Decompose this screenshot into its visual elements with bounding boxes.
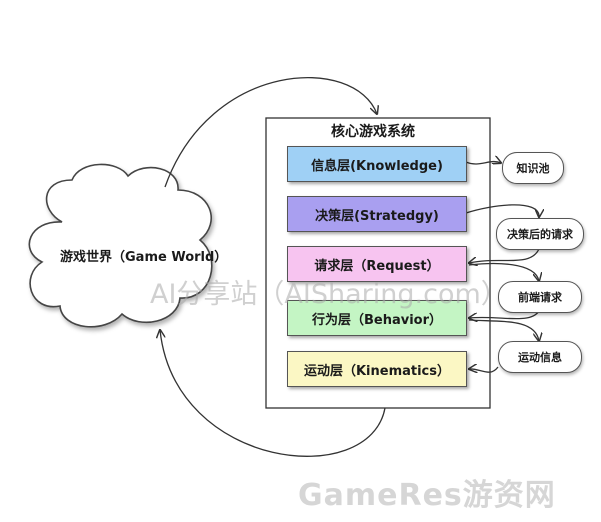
arrow-decision-to-request xyxy=(469,248,540,263)
decision-request-node: 决策后的请求 xyxy=(496,218,584,250)
watermark-gameres: GameRes游资网 xyxy=(298,478,556,513)
layer-strategy: 决策层(Stratedgy) xyxy=(287,196,467,232)
motion-info-node: 运动信息 xyxy=(498,341,582,373)
layer-knowledge: 信息层(Knowledge) xyxy=(287,146,467,182)
arrow-request-to-frontend xyxy=(468,262,539,281)
game-world-label: 游戏世界（Game World） xyxy=(60,250,228,265)
layer-kinematics: 运动层（Kinematics） xyxy=(287,351,467,387)
game-world-cloud xyxy=(28,163,213,328)
watermark-aisharing: AI分享站（AISharing.com） xyxy=(150,279,508,310)
arrow-motion-to-kinematics xyxy=(469,367,499,372)
layer-request: 请求层（Request） xyxy=(287,246,467,282)
frontend-request-node: 前端请求 xyxy=(498,281,582,313)
arrow-behavior-to-motion xyxy=(468,319,539,341)
arrow-system-to-world xyxy=(160,330,386,457)
arrow-world-to-system xyxy=(164,77,377,188)
arrow-knowledge-to-pool xyxy=(465,162,501,165)
arrow-frontend-to-behavior xyxy=(469,310,540,319)
layer-behavior: 行为层（Behavior） xyxy=(287,300,467,336)
core-system-title: 核心游戏系统 xyxy=(331,124,415,140)
knowledge-pool-node: 知识池 xyxy=(502,152,564,184)
arrow-strategy-to-decision xyxy=(465,204,539,217)
